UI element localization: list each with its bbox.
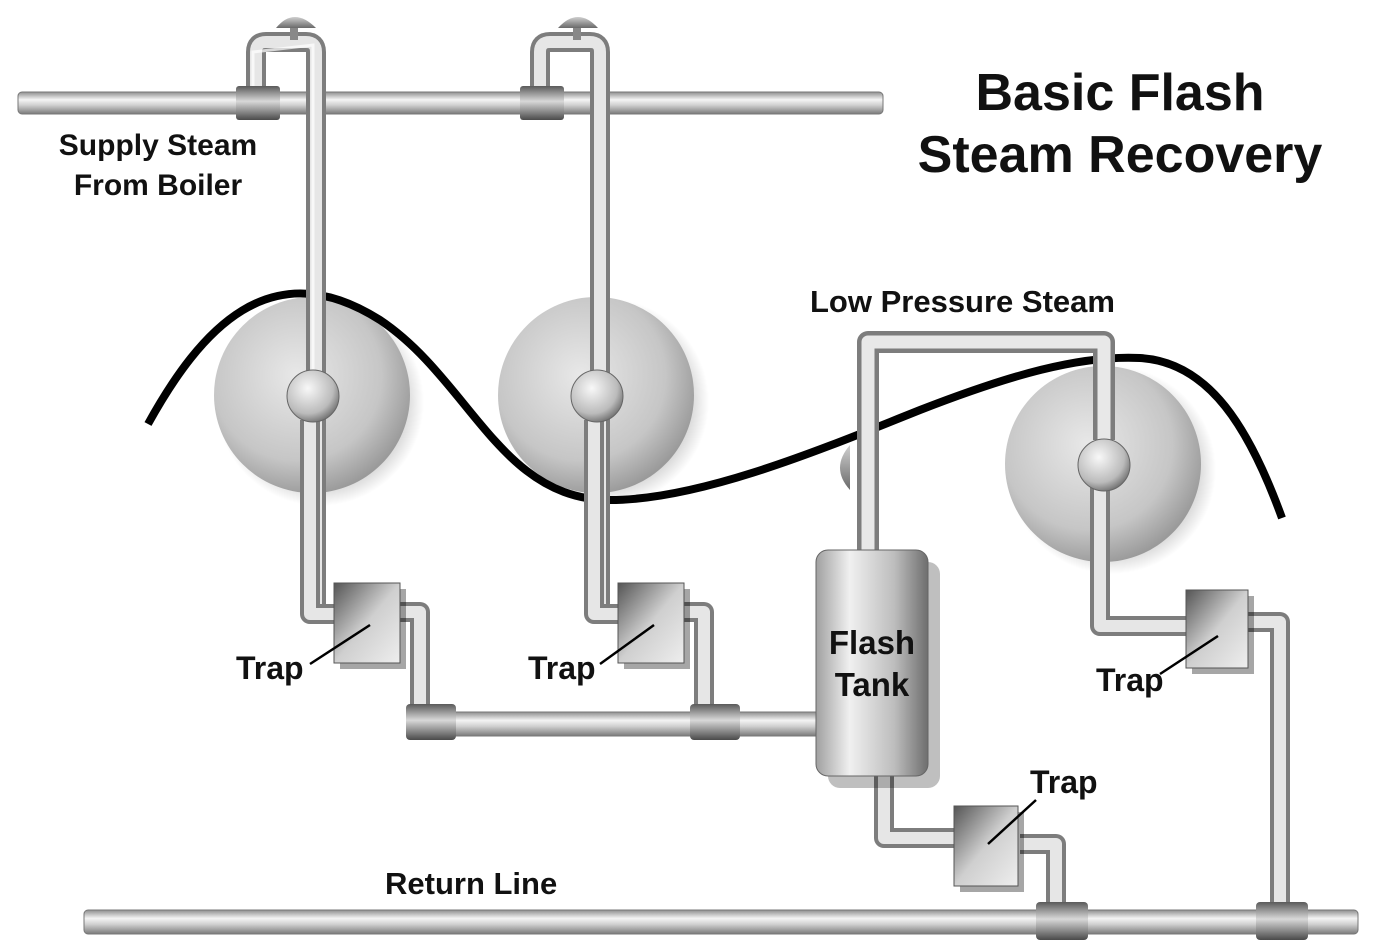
roll-hub-1 xyxy=(286,369,340,423)
valve-1 xyxy=(276,17,316,40)
steam-inlet-pipe-1 xyxy=(246,32,326,610)
trap-label-3: Trap xyxy=(1096,662,1164,698)
flash-tank-label: Flash Tank xyxy=(818,622,926,706)
condensate-pipe-3 xyxy=(1090,485,1290,912)
flash-label-line-2: Tank xyxy=(834,666,910,703)
return-line-pipe xyxy=(83,909,1359,935)
steam-trap-4 xyxy=(953,799,1037,892)
condensate-header xyxy=(406,704,821,740)
condensate-pipe-1 xyxy=(300,420,430,715)
roll-hub-3 xyxy=(1077,438,1131,492)
trap-label-4: Trap xyxy=(1030,764,1098,800)
flash-tank-drain-pipe xyxy=(874,770,1066,912)
lp-valve xyxy=(840,445,850,490)
roll-hub-2 xyxy=(570,369,624,423)
low-pressure-steam-label: Low Pressure Steam xyxy=(810,284,1115,319)
title-line-1: Basic Flash xyxy=(975,64,1265,122)
trap-label-2: Trap xyxy=(528,650,596,686)
supply-steam-label: Supply Steam From Boiler xyxy=(38,126,278,206)
supply-label-line-2: From Boiler xyxy=(73,169,243,202)
trap-label-1: Trap xyxy=(236,650,304,686)
steam-inlet-pipe-2 xyxy=(530,32,610,610)
condensate-pipe-2 xyxy=(584,420,714,715)
return-collar-2 xyxy=(1256,902,1308,940)
diagram-title: Basic Flash Steam Recovery xyxy=(875,62,1365,186)
low-pressure-steam-pipe xyxy=(857,331,1115,560)
return-collar-1 xyxy=(1036,902,1088,940)
return-line-label: Return Line xyxy=(385,866,558,901)
header-collar-1 xyxy=(236,86,280,120)
steam-trap-2 xyxy=(599,582,690,669)
valve-2 xyxy=(558,17,598,40)
supply-label-line-1: Supply Steam xyxy=(58,129,258,162)
supply-steam-header xyxy=(17,91,884,115)
flash-label-line-1: Flash xyxy=(828,624,916,661)
steam-trap-1 xyxy=(309,582,406,669)
steam-trap-3 xyxy=(1159,589,1254,676)
flash-tank xyxy=(815,549,940,788)
title-line-2: Steam Recovery xyxy=(917,126,1323,184)
header-collar-2 xyxy=(520,86,564,120)
